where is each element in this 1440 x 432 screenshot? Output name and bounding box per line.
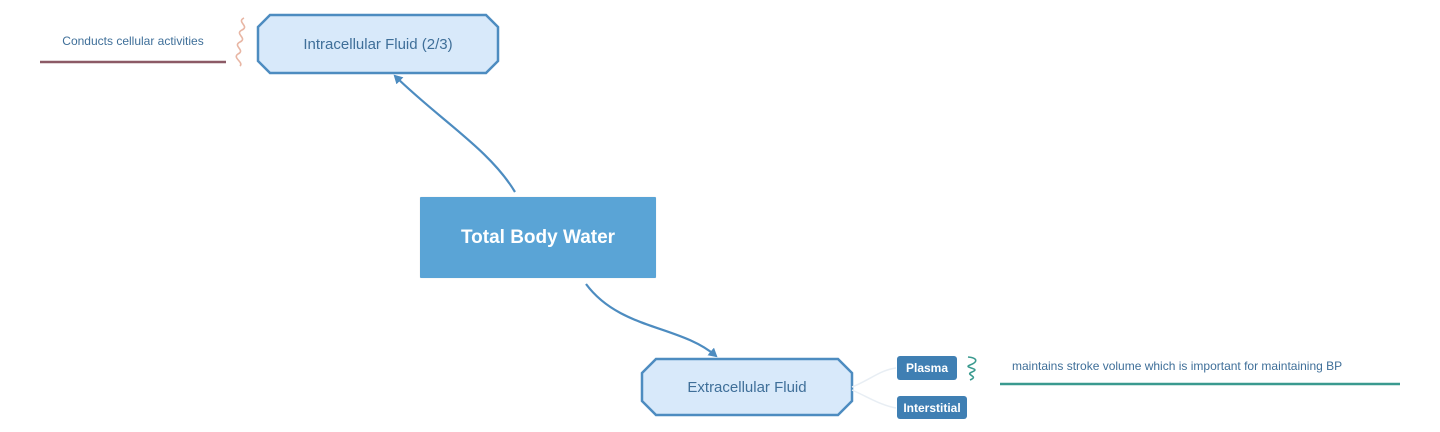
extracellular-node[interactable]	[640, 357, 854, 417]
plasma-note: maintains stroke volume which is importa…	[1012, 359, 1343, 373]
root-node-total-body-water[interactable]: Total Body Water	[420, 197, 656, 278]
intracellular-node[interactable]	[256, 13, 500, 75]
connector-root-to-extracellular	[585, 283, 718, 358]
squiggle-mark-plasma	[967, 356, 977, 381]
tag-interstitial[interactable]: Interstitial	[897, 396, 967, 419]
connector-root-to-intracellular	[393, 74, 516, 193]
intracellular-node-label: Intracellular Fluid (2/3)	[303, 35, 453, 53]
squiggle-mark-intracellular	[235, 17, 246, 67]
intracellular-note: Conducts cellular activities	[62, 34, 204, 48]
connector-extracellular-to-tags	[851, 367, 897, 409]
extracellular-node-label: Extracellular Fluid	[687, 378, 807, 396]
tag-plasma[interactable]: Plasma	[897, 356, 957, 380]
